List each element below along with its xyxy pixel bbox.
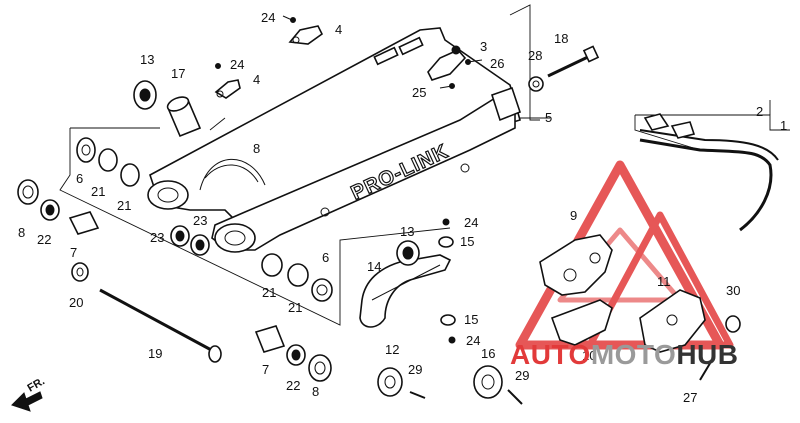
bolt-part — [215, 63, 456, 344]
part-number-label: 8 — [312, 384, 319, 399]
part-number-label: 21 — [262, 285, 276, 300]
part-number-label: 28 — [528, 48, 542, 63]
part-number-label: 29 — [515, 368, 529, 383]
part-number-label: 13 — [140, 52, 154, 67]
part-number-label: 11 — [657, 274, 671, 289]
part-number-label: 2 — [756, 104, 763, 119]
bolt-part — [699, 359, 713, 381]
part-number-label: 15 — [464, 312, 478, 327]
part-number-label: 7 — [262, 362, 269, 377]
part-number-label: 21 — [117, 198, 131, 213]
bolt-part — [465, 59, 483, 65]
part-number-label: 21 — [288, 300, 302, 315]
roller-part — [377, 365, 503, 399]
part-number-label: 8 — [18, 225, 25, 240]
part-number-label: 6 — [322, 250, 329, 265]
part-number-label: 8 — [253, 141, 260, 156]
part-number-label: 24 — [261, 10, 275, 25]
part-number-label: 23 — [193, 213, 207, 228]
bolt-part — [439, 83, 455, 89]
part-number-label: 9 — [570, 208, 577, 223]
nut-part — [71, 262, 89, 282]
part-number-label: 27 — [683, 390, 697, 405]
bolt-part — [409, 389, 523, 405]
collar-part — [725, 315, 741, 333]
part-number-label: 22 — [37, 232, 51, 247]
part-number-label: 19 — [148, 346, 162, 361]
drive-chain — [639, 113, 779, 232]
nut-part — [438, 236, 456, 326]
watermark-moto: MOTO — [591, 339, 676, 370]
part-number-label: 24 — [466, 333, 480, 348]
seal-part — [17, 179, 332, 382]
part-number-label: 21 — [91, 184, 105, 199]
part-number-label: 24 — [464, 215, 478, 230]
part-number-label: 22 — [286, 378, 300, 393]
part-number-label: 7 — [70, 245, 77, 260]
axle-bolt — [547, 45, 600, 78]
watermark-hub: HUB — [676, 339, 738, 370]
part-number-label: 16 — [481, 346, 495, 361]
roller-part — [396, 240, 420, 266]
chain-guide-plate — [427, 45, 467, 81]
part-number-label: 12 — [385, 342, 399, 357]
part-number-label: 5 — [545, 110, 552, 125]
needle-bearing — [170, 225, 210, 256]
part-number-label: 29 — [408, 362, 422, 377]
part-number-label: 23 — [150, 230, 164, 245]
front-direction-arrow — [11, 391, 43, 412]
part-number-label: 13 — [400, 224, 414, 239]
part-number-label: 17 — [171, 66, 185, 81]
nut-part — [528, 76, 544, 92]
chain-slider — [359, 254, 452, 328]
front-direction-label: FR. — [26, 375, 47, 394]
svg-text:AUTOMOTOHUB: AUTOMOTOHUB — [510, 339, 738, 370]
part-number-label: 30 — [726, 283, 740, 298]
pivot-bolt — [99, 288, 222, 363]
part-number-label: 6 — [76, 171, 83, 186]
part-number-label: 4 — [253, 72, 260, 87]
collar-part — [166, 96, 202, 138]
bearing-part — [76, 137, 333, 302]
part-number-label: 10 — [582, 348, 596, 363]
bushing-part — [133, 80, 157, 110]
part-number-label: 26 — [490, 56, 504, 71]
part-number-label: 3 — [480, 39, 487, 54]
clip-part — [214, 25, 324, 99]
bolt-part — [282, 15, 296, 23]
sleeve-part — [68, 211, 286, 353]
part-number-label: 1 — [780, 118, 787, 133]
part-number-label: 24 — [230, 57, 244, 72]
chain-guide — [539, 234, 613, 296]
guide-plate — [550, 299, 613, 346]
boundary-lines — [59, 4, 790, 326]
watermark-auto: AUTO — [510, 339, 591, 370]
part-number-label: 20 — [69, 295, 83, 310]
guide-bracket — [639, 289, 706, 353]
part-number-label: 4 — [335, 22, 342, 37]
part-number-label: 14 — [367, 259, 381, 274]
watermark-text: AUTOMOTOHUB — [510, 339, 738, 370]
part-number-label: 25 — [412, 85, 426, 100]
part-labels: 1 2 3 4 4 5 6 6 7 7 8 8 8 9 10 11 12 13 … — [18, 10, 787, 405]
part-number-label: 18 — [554, 31, 568, 46]
part-number-label: 15 — [460, 234, 474, 249]
